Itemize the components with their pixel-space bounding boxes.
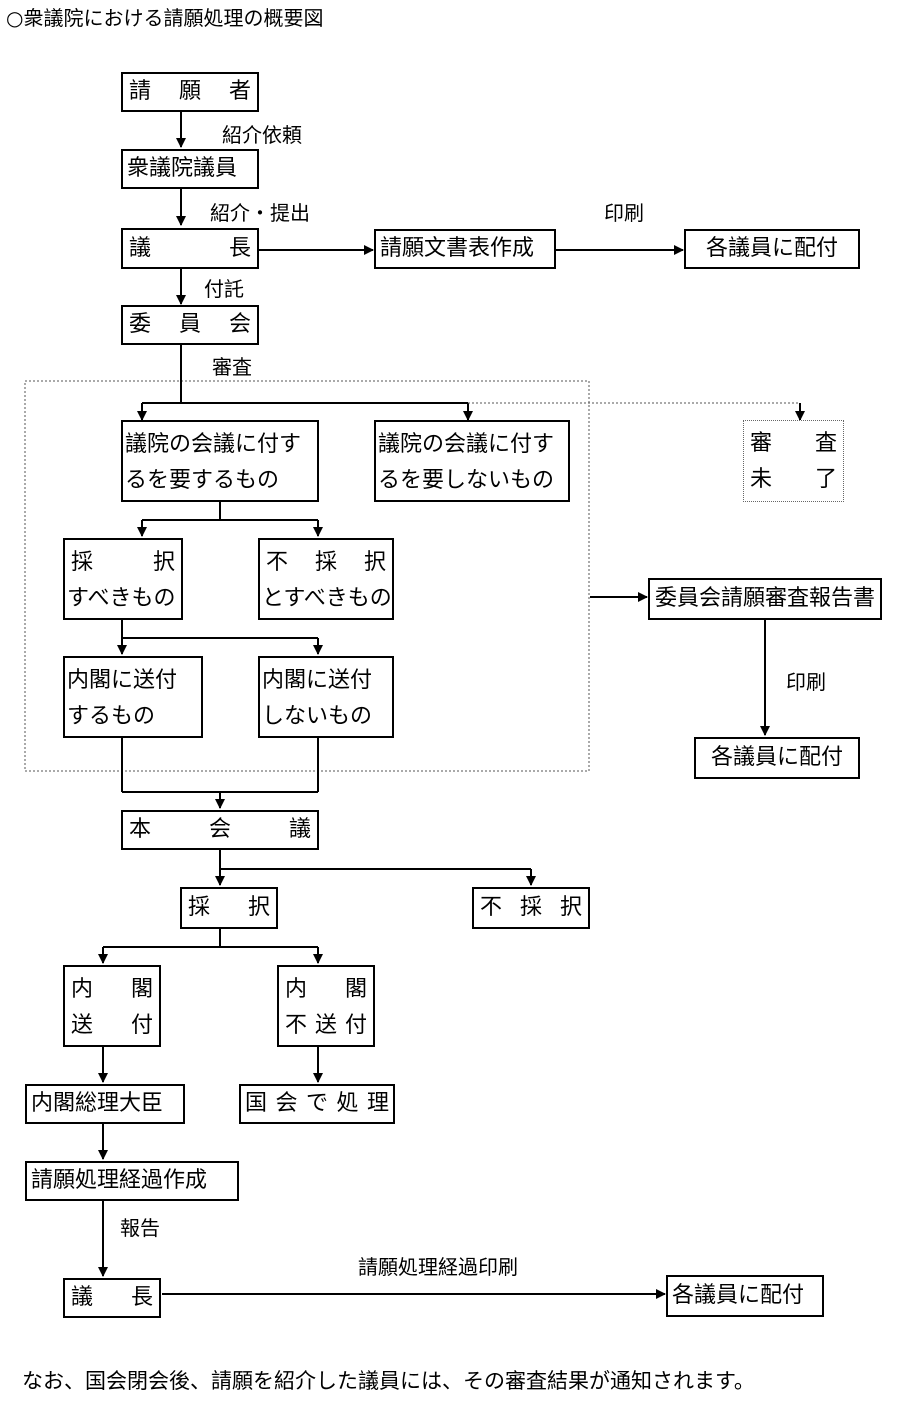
reject-box: 不 採 択 xyxy=(472,887,590,929)
speaker-box-2: 議 長 xyxy=(63,1278,161,1318)
committee-report-box: 委員会請願審査報告書 xyxy=(648,578,882,620)
label-record-print: 請願処理経過印刷 xyxy=(358,1255,518,1279)
adopt-box: 採 択 xyxy=(180,887,278,929)
not-completed-box: 審 査 未 了 xyxy=(743,420,844,502)
label-examination: 審査 xyxy=(212,355,252,379)
plenary-box: 本 会 議 xyxy=(121,810,319,850)
process-record-box: 請願処理経過作成 xyxy=(25,1161,239,1201)
label-referral: 付託 xyxy=(204,277,244,301)
committee-box: 委 員 会 xyxy=(121,305,259,345)
committee-examination-region xyxy=(24,380,590,772)
label-report: 報告 xyxy=(120,1216,160,1240)
send-cabinet-box: 内閣に送付 するもの xyxy=(63,656,203,738)
not-requires-plenary-box: 議院の会議に付す るを要しないもの xyxy=(374,420,570,502)
distribute-box-1: 各議員に配付 xyxy=(684,229,860,269)
adopt-should-box: 採 択 すべきもの xyxy=(63,538,183,620)
speaker-box: 議 長 xyxy=(121,228,259,269)
cabinet-not-send-box: 内 閣 不 送 付 xyxy=(277,965,375,1047)
not-send-cabinet-box: 内閣に送付 しないもの xyxy=(258,656,394,738)
petitioner-box: 請 願 者 xyxy=(121,72,259,112)
member-box: 衆議院議員 xyxy=(121,149,259,189)
label-introduction-submit: 紹介・提出 xyxy=(210,201,310,225)
footnote: なお、国会閉会後、請願を紹介した議員には、その審査結果が通知されます。 xyxy=(22,1369,755,1393)
label-print-2: 印刷 xyxy=(786,670,826,694)
label-introduction-request: 紹介依頼 xyxy=(222,123,302,147)
page-title: ○衆議院における請願処理の概要図 xyxy=(6,6,324,30)
cabinet-send-box: 内 閣 送 付 xyxy=(63,965,161,1047)
prime-minister-box: 内閣総理大臣 xyxy=(25,1084,185,1124)
distribute-box-2: 各議員に配付 xyxy=(694,737,860,779)
reject-should-box: 不 採 択 とすべきもの xyxy=(258,538,394,620)
requires-plenary-box: 議院の会議に付す るを要するもの xyxy=(121,420,319,502)
label-print-1: 印刷 xyxy=(604,201,644,225)
distribute-box-3: 各議員に配付 xyxy=(666,1275,824,1317)
document-table-box: 請願文書表作成 xyxy=(374,229,556,269)
diet-process-box: 国 会 で 処 理 xyxy=(239,1084,395,1124)
